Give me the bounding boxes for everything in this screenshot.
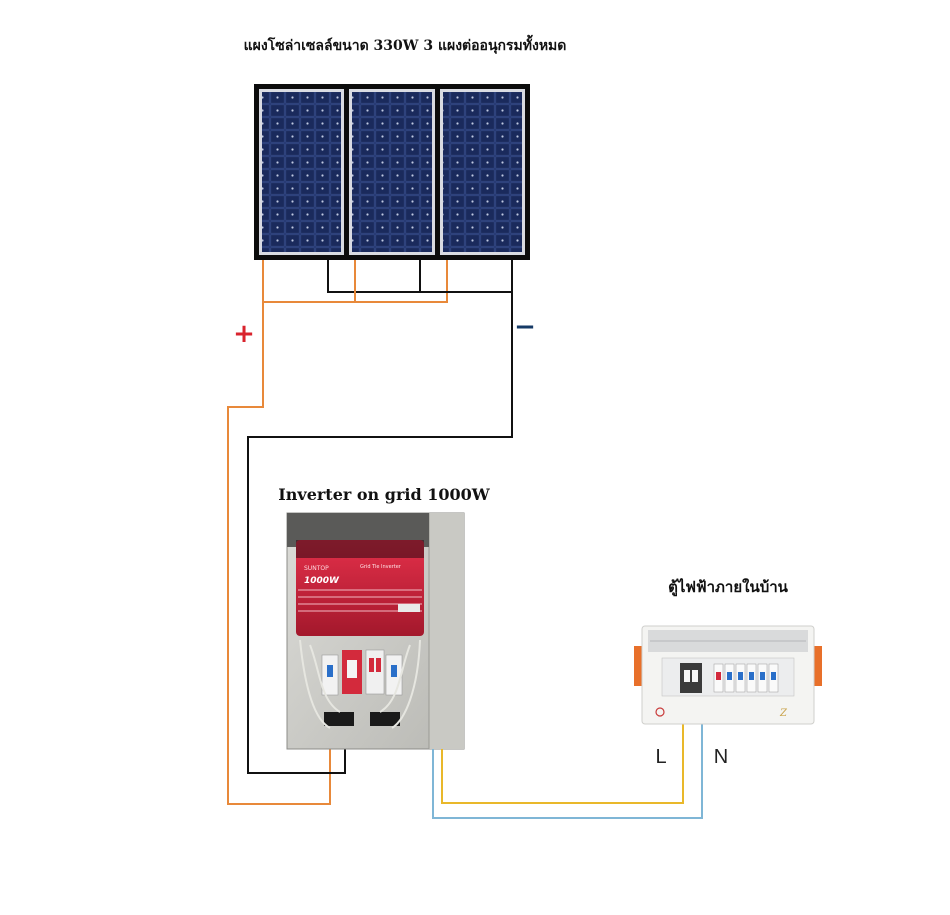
- live-label: L: [655, 746, 666, 768]
- dc-breakers: [321, 650, 362, 696]
- live-ac-wire: [441, 723, 684, 804]
- positive-dc-wire: [227, 302, 331, 805]
- inverter-model: Grid Tie Inverter: [360, 564, 402, 570]
- neutral-label: N: [714, 746, 728, 768]
- negative-sign: −: [514, 312, 536, 342]
- negative-dc-wire: [247, 292, 513, 774]
- series-interconnect: [262, 260, 513, 303]
- dc-terminal-block: [324, 712, 354, 726]
- main-breaker: [680, 663, 702, 693]
- consumer-unit-title: ตู้ไฟฟ้าภายในบ้าน: [668, 577, 789, 597]
- brand-logo-icon: [655, 707, 665, 717]
- solar-panel-3: [440, 89, 525, 255]
- ac-terminal-block: [370, 712, 400, 726]
- solar-panel-1: [259, 89, 344, 255]
- positive-sign: +: [233, 319, 255, 349]
- z-logo-icon: Z: [779, 708, 788, 719]
- grid-tie-inverter: SUNTOP 1000W Grid Tie Inverter: [296, 540, 424, 636]
- solar-panel-2: [349, 89, 435, 255]
- inverter-title: Inverter on grid 1000W: [278, 485, 490, 504]
- internal-wiring: [299, 639, 421, 729]
- inverter-rating: 1000W: [304, 576, 340, 586]
- consumer-unit: Z: [634, 625, 822, 725]
- inverter-enclosure: SUNTOP 1000W Grid Tie Inverter: [286, 512, 465, 750]
- panels-title: แผงโซล่าเซลล์ขนาด 330W 3 แผงต่ออนุกรมทั้…: [244, 34, 567, 54]
- branch-breakers: [713, 663, 779, 693]
- inverter-brand: SUNTOP: [304, 565, 329, 572]
- neutral-ac-wire: [432, 723, 703, 819]
- solar-panel-array: [254, 84, 530, 260]
